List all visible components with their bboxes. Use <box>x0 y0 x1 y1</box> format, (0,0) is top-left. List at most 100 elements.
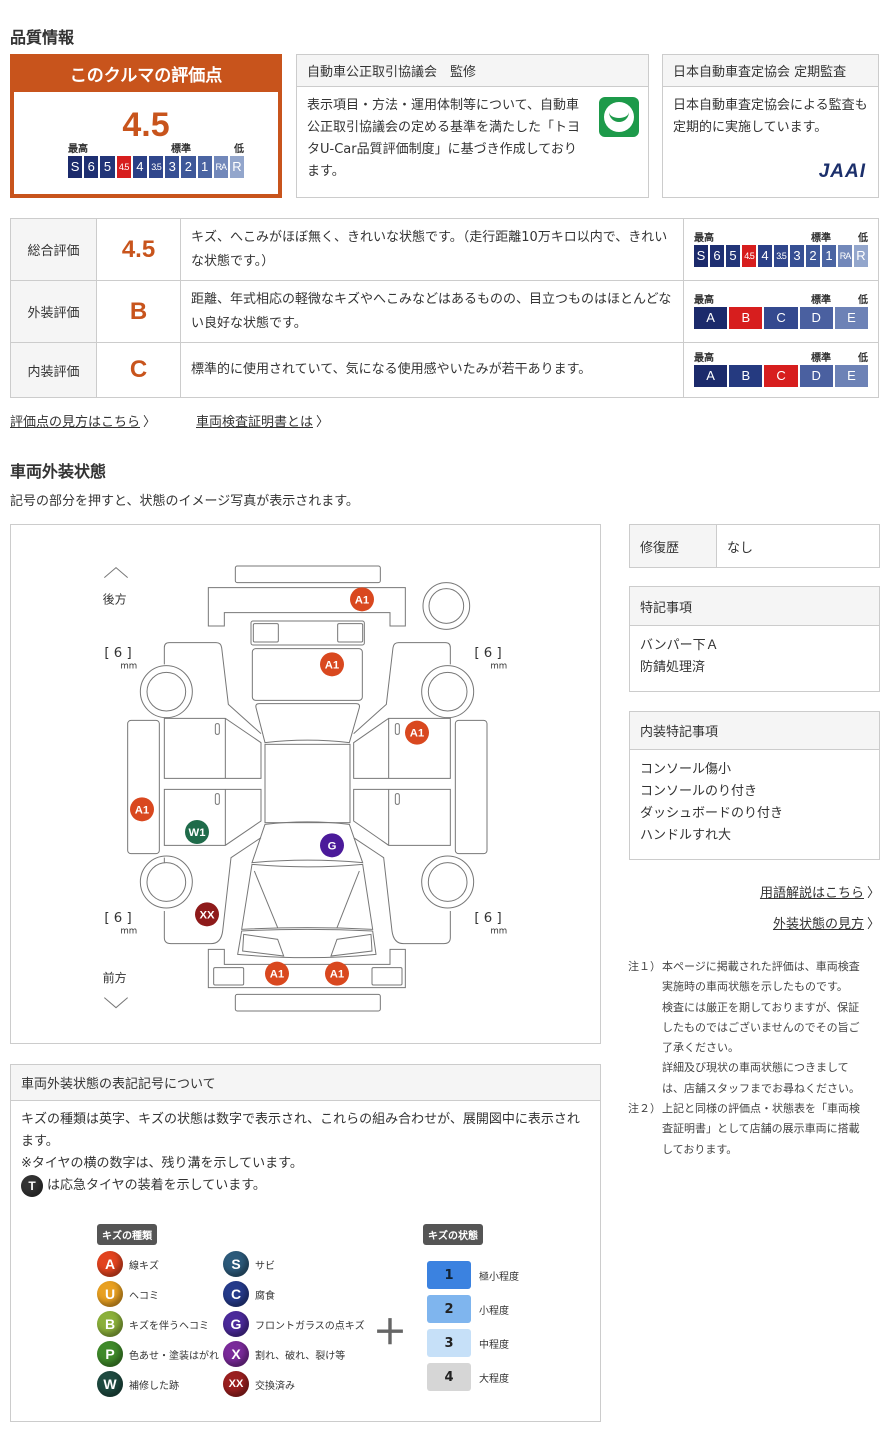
footnote-line: 本ページに掲載された評価は、車両検査 <box>662 960 860 973</box>
damage-type-icon: C <box>223 1281 249 1307</box>
damage-type-label: 交換済み <box>255 1380 295 1392</box>
note-item: コンソールのり付き <box>640 784 758 799</box>
score-box-title: このクルマの評価点 <box>69 65 223 86</box>
section-title-exterior: 車両外装状態 <box>10 462 107 481</box>
severity-icon: 2 <box>427 1295 471 1323</box>
note-item: コンソール傷小 <box>640 762 732 777</box>
damage-marker[interactable]: W1 <box>185 820 209 844</box>
scale-cell: D <box>799 306 833 329</box>
scale-cell: R <box>229 156 245 178</box>
scale-cell: A <box>694 365 728 387</box>
legend-title: 車両外装状態の表記記号について <box>11 1065 600 1101</box>
scale-cell: C <box>764 365 798 387</box>
footnote-line: は、店舗スタッフまでお尋ねください。 <box>662 1081 860 1095</box>
note-item: バンパー下Ａ <box>640 638 719 653</box>
scale-cell: 4 <box>132 156 147 178</box>
repair-history-value: なし <box>727 540 754 556</box>
certificate-link[interactable]: 車両検査証明書とは <box>196 411 329 430</box>
footnote-line: 実施時の車両状態を示したものです。 <box>662 980 848 994</box>
damage-code: A1 <box>410 728 424 740</box>
damage-type-label: 腐食 <box>255 1290 275 1302</box>
severity-label: 小程度 <box>479 1305 509 1317</box>
evaluation-row: 総合評価 4.5 キズ、へこみがほぼ無く、きれいな状態です。（走行距離10万キロ… <box>10 218 879 281</box>
damage-marker[interactable]: G <box>320 833 344 858</box>
repair-history: 修復歴 なし <box>629 524 880 568</box>
types-title: キズの種類 <box>97 1224 157 1245</box>
damage-code: A1 <box>270 969 284 981</box>
damage-marker[interactable]: A1 <box>320 652 344 677</box>
damage-type-label: 割れ、破れ、裂け等 <box>255 1350 346 1362</box>
scale-cell: S <box>694 244 708 267</box>
scale-cell: A <box>694 306 728 329</box>
scale-cell: B <box>729 306 763 329</box>
label-standard: 標準 <box>171 144 191 155</box>
aftc-logo-icon <box>599 97 639 137</box>
evaluation-label: 外装評価 <box>10 280 97 343</box>
scale-cell: 5 <box>726 244 740 267</box>
legend-text-2: ※タイヤの横の数字は、残り溝を示しています。 <box>21 1156 303 1171</box>
scale-cell: E <box>834 306 869 329</box>
damage-type-icon: X <box>223 1341 249 1367</box>
car-diagram: 後方 前方 [ 6 ]mm [ 6 ]mm [ 6 ]mm [ 6 ]mm A1… <box>103 565 507 1012</box>
aftc-text: 表示項目・方法・運用体制等について、自動車公正取引協議会の定める基準を満たした「… <box>307 98 581 179</box>
note-item: ハンドルすれ大 <box>640 828 732 843</box>
damage-marker[interactable]: A1 <box>405 720 429 745</box>
footnote-line: 検査には厳正を期しておりますが、保証 <box>662 1000 860 1014</box>
damage-marker[interactable]: A1 <box>265 961 289 986</box>
damage-marker[interactable]: A1 <box>130 797 154 822</box>
evaluation-grade: 4.5 <box>96 218 181 281</box>
scale-cell: 4 <box>758 244 772 267</box>
scale-cell: 3 <box>165 156 180 178</box>
scale-cell: 3 <box>790 244 804 267</box>
score-help-link[interactable]: 評価点の見方はこちら <box>10 411 156 430</box>
label-high: 最高 <box>68 144 88 155</box>
scale-cell: 1 <box>822 244 836 267</box>
label-standard: 標準 <box>811 353 831 364</box>
label-standard: 標準 <box>811 294 831 306</box>
damage-marker[interactable]: A1 <box>350 587 374 612</box>
severity-title: キズの状態 <box>423 1224 483 1245</box>
glossary-link[interactable]: 用語解説はこちら <box>760 882 880 901</box>
exterior-diagram: 後方 前方 [ 6 ]mm [ 6 ]mm [ 6 ]mm [ 6 ]mm A1… <box>10 524 601 1044</box>
severity-icon: 1 <box>427 1261 471 1289</box>
exterior-help-link[interactable]: 外装状態の見方 <box>773 913 880 932</box>
scale-cell: B <box>729 365 763 387</box>
label-high: 最高 <box>694 232 714 244</box>
damage-type-icon: P <box>97 1341 123 1367</box>
footnote-line: 了承ください。 <box>662 1041 739 1055</box>
evaluation-label: 総合評価 <box>10 218 97 281</box>
damage-type-label: サビ <box>255 1260 275 1272</box>
tread-value: [ 6 ] <box>474 646 501 661</box>
exterior-subtitle: 記号の部分を押すと、状態のイメージ写真が表示されます。 <box>10 494 359 509</box>
evaluation-description: 距離、年式相応の軽微なキズやへこみなどはあるものの、目立つものはほとんどない良好… <box>180 280 684 343</box>
footnote-mark: 注１） <box>628 960 661 973</box>
repair-history-label: 修復歴 <box>630 525 717 567</box>
damage-marker[interactable]: A1 <box>325 961 349 986</box>
evaluation-grade: B <box>96 280 181 343</box>
damage-type-item: XX 交換済み <box>223 1369 383 1399</box>
damage-marker[interactable]: XX <box>195 902 219 927</box>
tread-value: [ 6 ] <box>104 911 131 926</box>
damage-type-icon: XX <box>223 1371 249 1397</box>
legend-box: 車両外装状態の表記記号について キズの種類は英字、キズの状態は数字で表示され、こ… <box>10 1064 601 1422</box>
scale-cell: 4.5 <box>116 156 131 178</box>
spare-tire-icon: T <box>21 1175 43 1197</box>
jaai-box: 日本自動車査定協会 定期監査 日本自動車査定協会による監査も定期的に実施していま… <box>662 54 879 198</box>
damage-code: A1 <box>135 804 149 816</box>
scale-cell: E <box>834 365 869 387</box>
damage-type-label: ヘコミ <box>129 1290 159 1302</box>
scale-cell: 1 <box>197 156 212 178</box>
legend-text-3: は応急タイヤの装着を示しています。 <box>47 1178 266 1193</box>
footnote-mark: 注２） <box>628 1102 661 1116</box>
footnote-line: したものではございませんのでその旨ご <box>662 1020 860 1034</box>
scale-cell: RA <box>838 244 852 267</box>
evaluation-label: 内装評価 <box>10 342 97 398</box>
damage-code: A1 <box>325 659 339 671</box>
